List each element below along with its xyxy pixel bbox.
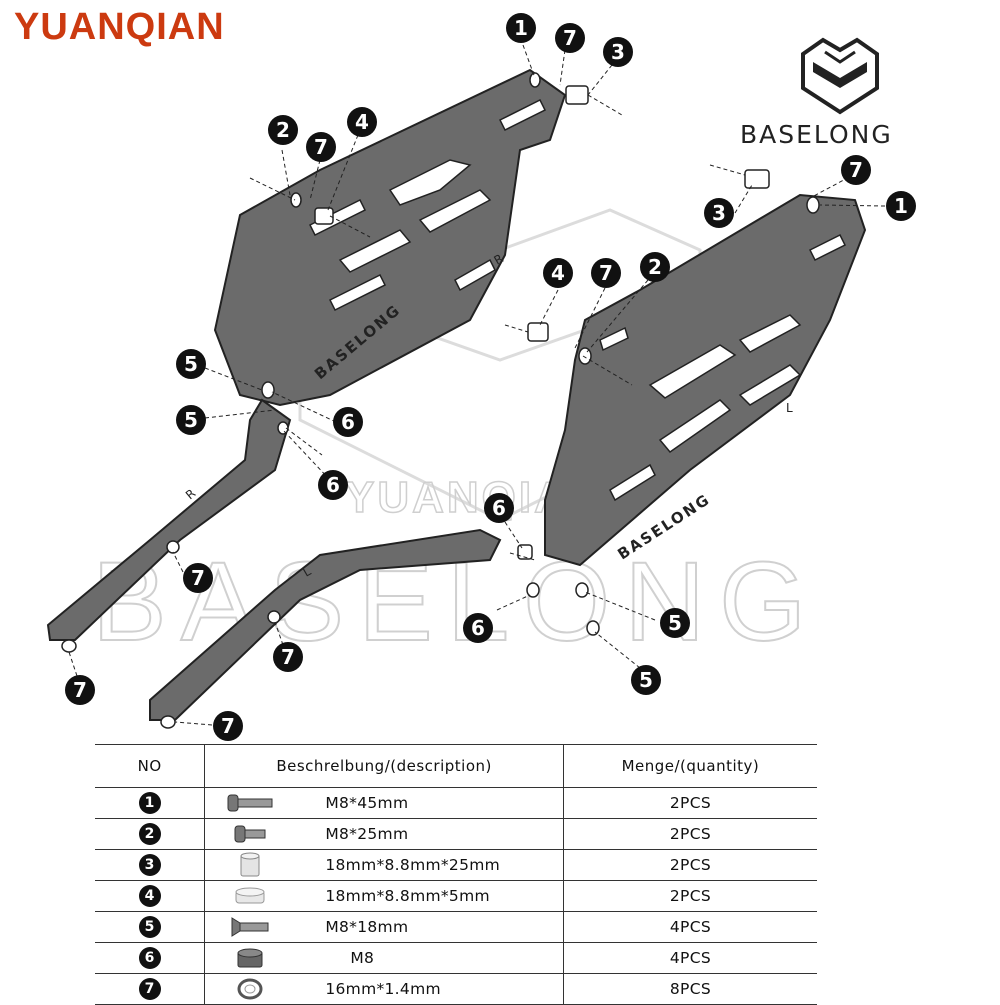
- svg-text:5: 5: [639, 668, 653, 692]
- part-size: 18mm*8.8mm*5mm: [325, 887, 490, 905]
- part-size: 16mm*1.4mm: [325, 980, 441, 998]
- callout-3-top: 3: [603, 37, 633, 67]
- svg-text:4: 4: [355, 110, 369, 134]
- row-number-badge: 4: [138, 885, 161, 907]
- callout-7-left-a: 7: [183, 563, 213, 593]
- callout-5-left-a: 5: [176, 349, 206, 379]
- baselong-emblem-icon: [801, 37, 879, 115]
- leader-lines: [68, 44, 886, 726]
- row-number-badge: 7: [138, 978, 161, 1000]
- bolt-short-icon: [205, 825, 295, 843]
- svg-text:7: 7: [281, 645, 295, 669]
- header-description: Beschrelbung/(description): [204, 744, 564, 788]
- callout-4-upper-left: 4: [347, 107, 377, 137]
- part-size: M8*45mm: [325, 794, 409, 812]
- callout-2-upper-left: 2: [268, 115, 298, 145]
- part-quantity: 2PCS: [563, 849, 817, 881]
- callout-6-left-a: 6: [333, 407, 363, 437]
- callout-7-bottom: 7: [213, 711, 243, 741]
- callout-6-left-b: 6: [318, 470, 348, 500]
- svg-text:3: 3: [611, 40, 625, 64]
- svg-text:1: 1: [514, 16, 528, 40]
- callout-4-middle: 4: [543, 258, 573, 288]
- callout-5-left-b: 5: [176, 405, 206, 435]
- part-size: M8*18mm: [325, 918, 409, 936]
- right-bracket-arm: [46, 398, 292, 641]
- callout-1-top: 1: [506, 13, 536, 43]
- left-plate-label: L: [786, 401, 793, 415]
- brand-logo-baselong: BASELONG: [740, 120, 893, 149]
- parts-table: NO Beschrelbung/(description) Menge/(qua…: [95, 744, 817, 1005]
- svg-text:2: 2: [648, 255, 662, 279]
- callout-7-top: 7: [555, 23, 585, 53]
- countersunk-bolt-icon: [205, 917, 295, 937]
- left-side-plate: BASELONG L: [544, 193, 867, 567]
- svg-text:6: 6: [471, 616, 485, 640]
- svg-text:6: 6: [341, 410, 355, 434]
- callout-7-left-c: 7: [273, 642, 303, 672]
- part-quantity: 4PCS: [563, 942, 817, 974]
- svg-text:4: 4: [551, 261, 565, 285]
- row-number-badge: 5: [138, 916, 161, 938]
- callout-7-middle: 7: [591, 258, 621, 288]
- table-row: 3 18mm*8.8mm*25mm 2PCS: [95, 849, 817, 881]
- part-quantity: 2PCS: [563, 818, 817, 850]
- right-bracket-label: R: [183, 486, 198, 502]
- callout-7-right: 7: [841, 155, 871, 185]
- svg-text:7: 7: [314, 135, 328, 159]
- callout-5-lower-a: 5: [660, 608, 690, 638]
- table-row: 2 M8*25mm 2PCS: [95, 818, 817, 850]
- bolt-long-icon: [205, 794, 295, 812]
- callout-6-lower-a: 6: [484, 493, 514, 523]
- part-quantity: 4PCS: [563, 911, 817, 943]
- callout-3-right: 3: [704, 198, 734, 228]
- header-description-text: Beschrelbung/(description): [276, 757, 492, 775]
- spacer-short-icon: [205, 886, 295, 906]
- part-quantity: 2PCS: [563, 787, 817, 819]
- left-bracket-arm: [149, 528, 502, 721]
- svg-text:6: 6: [326, 473, 340, 497]
- svg-text:7: 7: [73, 678, 87, 702]
- table-row: 6 M8 4PCS: [95, 942, 817, 974]
- callout-6-lower-b: 6: [463, 613, 493, 643]
- callout-7-upper-left: 7: [306, 132, 336, 162]
- nut-icon: [205, 947, 295, 969]
- callout-markers: 1 7 3 2 7 4 7 1 3 4 7 2 5 5 6 6 7 7 7 6 …: [65, 13, 916, 741]
- row-number-badge: 6: [138, 947, 161, 969]
- svg-text:1: 1: [894, 194, 908, 218]
- row-number-badge: 2: [138, 823, 161, 845]
- callout-2-middle: 2: [640, 252, 670, 282]
- table-row: 1 M8*45mm 2PCS: [95, 787, 817, 819]
- callout-5-lower-b: 5: [631, 665, 661, 695]
- part-quantity: 2PCS: [563, 880, 817, 912]
- table-row: 4 18mm*8.8mm*5mm 2PCS: [95, 880, 817, 912]
- svg-text:3: 3: [712, 201, 726, 225]
- part-size: M8: [350, 949, 375, 967]
- callout-1-right: 1: [886, 191, 916, 221]
- washer-icon: [205, 978, 295, 1000]
- callout-7-left-b: 7: [65, 675, 95, 705]
- brand-logo-yuanqian: YUANQIAN: [14, 6, 225, 48]
- svg-text:5: 5: [184, 352, 198, 376]
- svg-text:7: 7: [563, 26, 577, 50]
- table-row: 5 M8*18mm 4PCS: [95, 911, 817, 943]
- svg-text:7: 7: [221, 714, 235, 738]
- svg-text:7: 7: [849, 158, 863, 182]
- header-no: NO: [95, 744, 206, 788]
- svg-text:5: 5: [668, 611, 682, 635]
- svg-text:7: 7: [599, 261, 613, 285]
- part-size: M8*25mm: [325, 825, 409, 843]
- exploded-assembly-diagram: BASELONG YUANQIAN BASELONG R R: [46, 13, 916, 741]
- row-number-badge: 3: [138, 854, 161, 876]
- row-number-badge: 1: [138, 792, 161, 814]
- spacer-tall-icon: [205, 852, 295, 878]
- svg-text:7: 7: [191, 566, 205, 590]
- table-header-row: NO Beschrelbung/(description) Menge/(qua…: [95, 744, 817, 788]
- svg-text:6: 6: [492, 496, 506, 520]
- svg-text:5: 5: [184, 408, 198, 432]
- right-side-plate: BASELONG R: [213, 68, 567, 407]
- part-size: 18mm*8.8mm*25mm: [325, 856, 501, 874]
- svg-text:2: 2: [276, 118, 290, 142]
- header-quantity: Menge/(quantity): [563, 744, 817, 788]
